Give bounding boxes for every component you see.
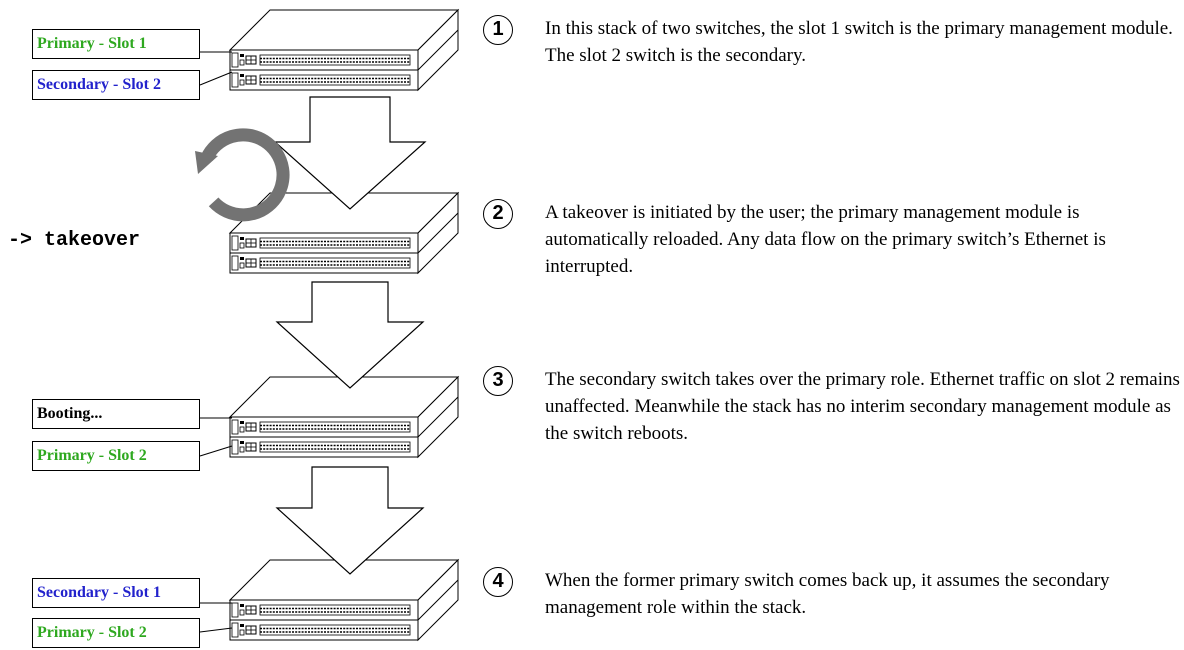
step-number-badge: 3 — [483, 366, 513, 396]
leader-line — [199, 627, 233, 633]
down-arrow — [275, 466, 425, 575]
step-number-badge: 1 — [483, 15, 513, 45]
step-description: The secondary switch takes over the prim… — [545, 369, 1180, 444]
leader-line — [199, 445, 233, 457]
label-primary-slot-2: Primary - Slot 2 — [32, 618, 200, 648]
step-description: In this stack of two switches, the slot … — [545, 18, 1173, 66]
takeover-command: -> takeover — [8, 229, 141, 252]
label-secondary-slot-1: Secondary - Slot 1 — [32, 578, 200, 608]
down-arrow — [275, 281, 425, 389]
step-number-badge: 4 — [483, 567, 513, 597]
switch-stack-3 — [229, 376, 459, 458]
label-secondary-slot-2: Secondary - Slot 2 — [32, 70, 200, 100]
step-description: When the former primary switch comes bac… — [545, 570, 1110, 618]
down-arrow — [273, 96, 427, 210]
step-number-badge: 2 — [483, 199, 513, 229]
label-booting: Booting... — [32, 399, 200, 429]
label-primary-slot-2: Primary - Slot 2 — [32, 441, 200, 471]
switch-stack-4 — [229, 559, 459, 641]
reload-icon — [195, 128, 290, 222]
switch-stack-1 — [229, 9, 459, 91]
leader-line — [199, 71, 233, 86]
step-description: A takeover is initiated by the user; the… — [545, 202, 1106, 277]
label-primary-slot-1: Primary - Slot 1 — [32, 29, 200, 59]
